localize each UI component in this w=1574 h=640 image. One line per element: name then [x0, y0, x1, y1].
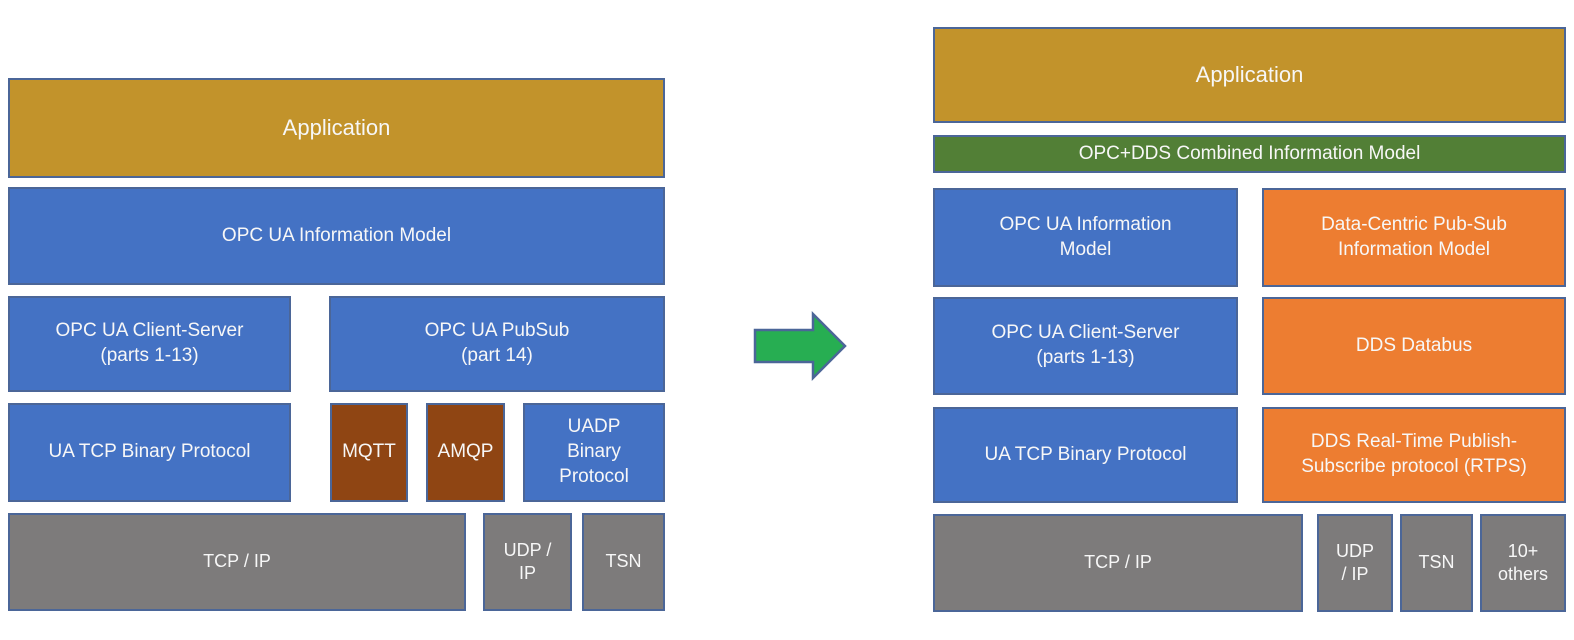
right-ua-tcp-binary-protocol-box: UA TCP Binary Protocol [933, 407, 1238, 503]
arrow-right-shape [753, 310, 847, 382]
transition-arrow-icon [753, 310, 847, 382]
right-data-centric-pub-sub-information-model-box: Data-Centric Pub-Sub Information Model [1262, 188, 1566, 287]
right-opc-ua-client-server-box: OPC UA Client-Server (parts 1-13) [933, 297, 1238, 395]
right-application-box: Application [933, 27, 1566, 123]
left-mqtt-box: MQTT [330, 403, 408, 502]
left-opc-ua-pubsub-box: OPC UA PubSub (part 14) [329, 296, 665, 392]
right-tsn-box: TSN [1400, 514, 1473, 612]
left-ua-tcp-binary-protocol-box: UA TCP Binary Protocol [8, 403, 291, 502]
left-tcp-ip-box: TCP / IP [8, 513, 466, 611]
left-amqp-box: AMQP [426, 403, 505, 502]
right-opc-dds-combined-information-model-box: OPC+DDS Combined Information Model [933, 135, 1566, 173]
right-tcp-ip-box: TCP / IP [933, 514, 1303, 612]
left-tsn-box: TSN [582, 513, 665, 611]
right-dds-rtps-protocol-box: DDS Real-Time Publish- Subscribe protoco… [1262, 407, 1566, 503]
right-opc-ua-information-model-box: OPC UA Information Model [933, 188, 1238, 287]
left-uadp-binary-protocol-box: UADP Binary Protocol [523, 403, 665, 502]
left-udp-ip-box: UDP / IP [483, 513, 572, 611]
left-opc-ua-client-server-box: OPC UA Client-Server (parts 1-13) [8, 296, 291, 392]
right-udp-ip-box: UDP / IP [1317, 514, 1393, 612]
left-application-box: Application [8, 78, 665, 178]
right-10-plus-others-box: 10+ others [1480, 514, 1566, 612]
right-dds-databus-box: DDS Databus [1262, 297, 1566, 395]
left-opc-ua-information-model-box: OPC UA Information Model [8, 187, 665, 285]
